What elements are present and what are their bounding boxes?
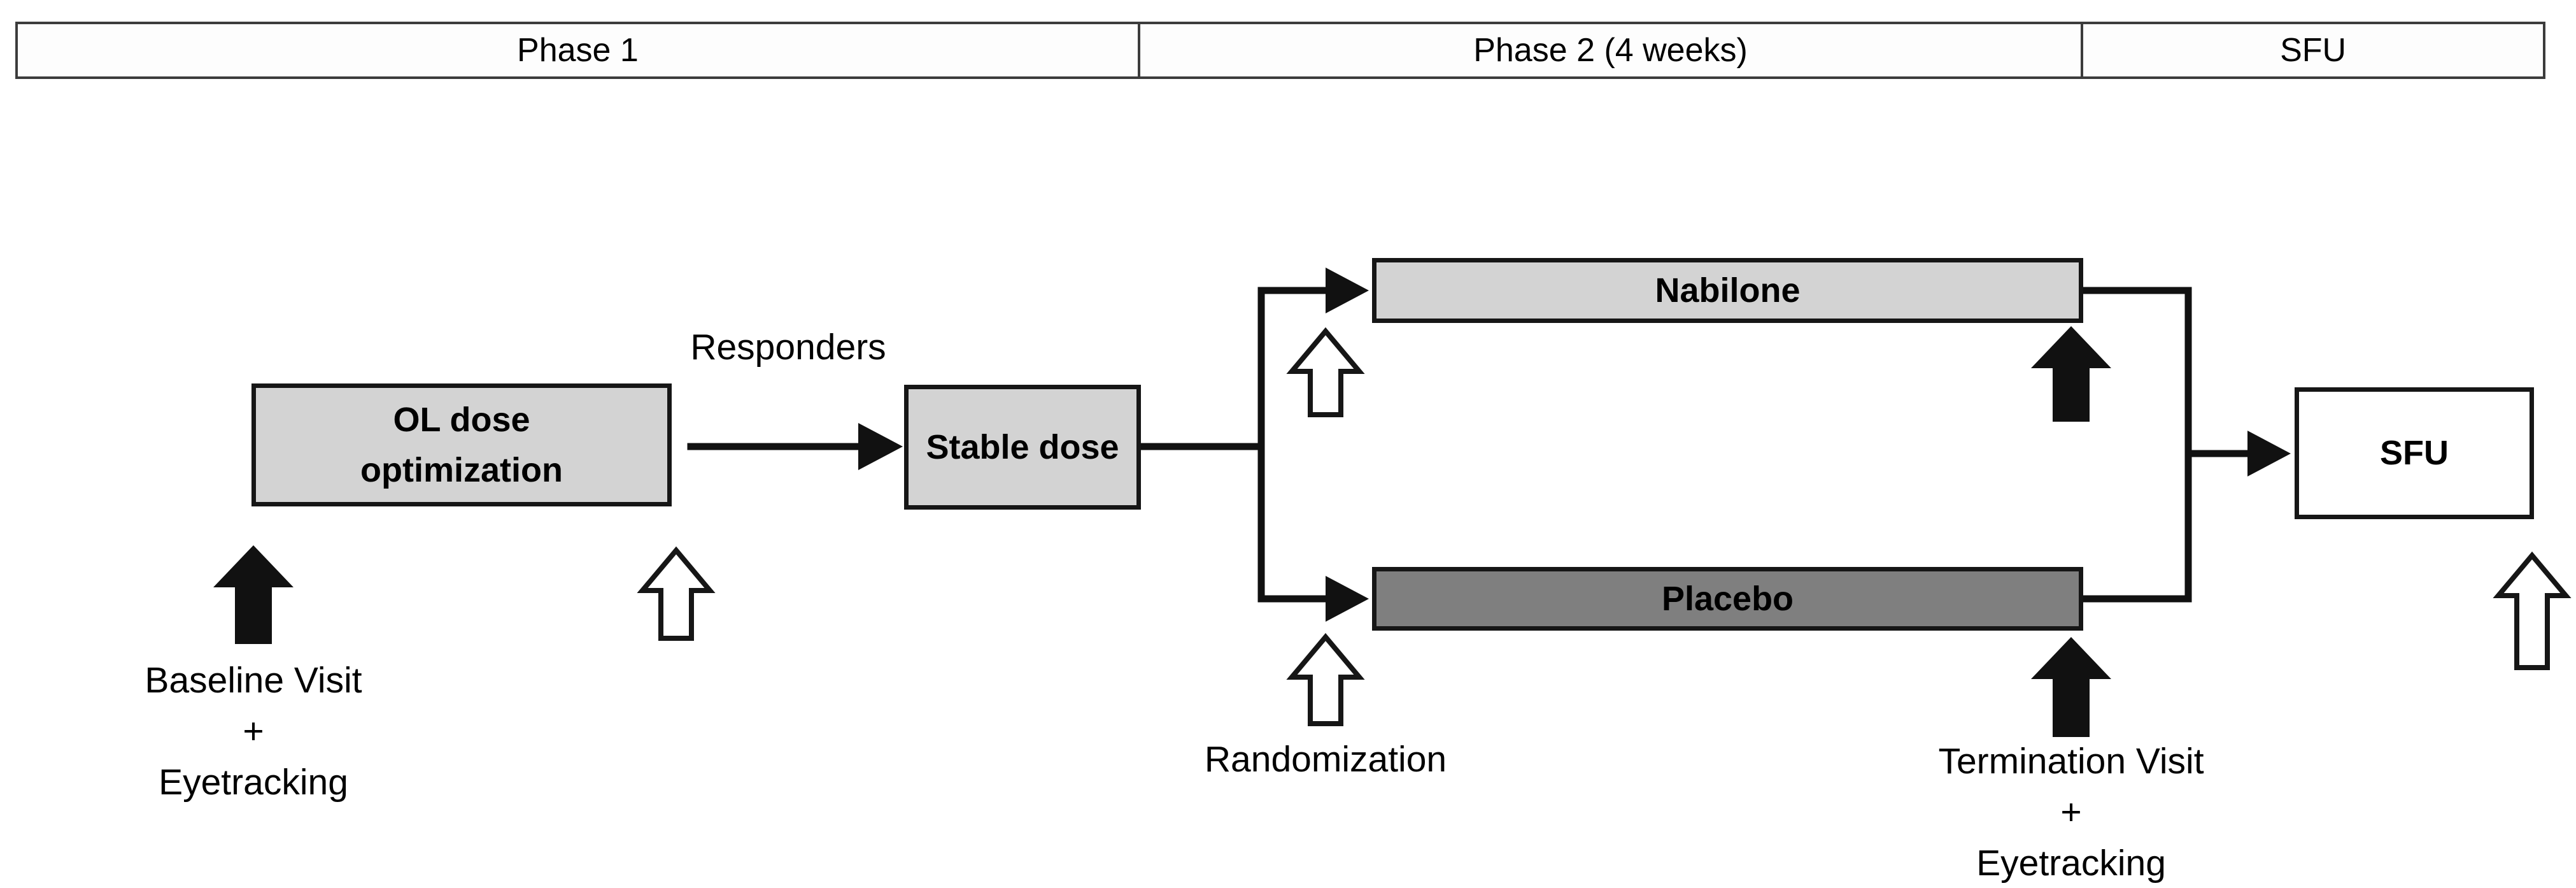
branch-from-stable-dose — [1140, 268, 1369, 622]
baseline-visit-up-arrow-icon — [213, 545, 294, 644]
ol-dose-optimization-box: OL dose optimization — [251, 383, 672, 506]
phase-timeline-header: Phase 1 Phase 2 (4 weeks) SFU — [15, 22, 2545, 79]
placebo-arm-box: Placebo — [1372, 567, 2083, 631]
stable-dose-box: Stable dose — [904, 385, 1141, 510]
termination-visit-placebo-up-arrow-icon — [2031, 637, 2111, 737]
responders-outline-up-arrow-icon — [637, 546, 716, 641]
randomization-annotation: Randomization — [1204, 739, 1447, 780]
termination-visit-nabilone-up-arrow-icon — [2031, 326, 2111, 422]
ol-dose-optimization-label: OL dose optimization — [360, 401, 563, 489]
phase1-cell: Phase 1 — [18, 24, 1140, 76]
sfu-outline-up-arrow-icon — [2493, 551, 2572, 670]
merge-bracket-to-sfu — [2081, 287, 2291, 603]
placebo-label: Placebo — [1661, 579, 1794, 618]
phase2-cell: Phase 2 (4 weeks) — [1140, 24, 2084, 76]
responders-annotation: Responders — [690, 327, 886, 368]
sfu-box: SFU — [2295, 387, 2534, 519]
sfu-phase-cell: SFU — [2083, 24, 2543, 76]
sfu-phase-label: SFU — [2280, 32, 2347, 69]
phase1-label: Phase 1 — [517, 32, 639, 69]
randomization-nabilone-outline-up-arrow-icon — [1286, 327, 1365, 417]
stable-dose-label: Stable dose — [926, 427, 1119, 466]
baseline-visit-annotation: Baseline Visit + Eyetracking — [145, 660, 362, 803]
nabilone-label: Nabilone — [1655, 271, 1801, 310]
randomization-outline-up-arrow-icon — [1286, 633, 1365, 726]
arrow-ol-to-stable — [687, 423, 903, 470]
sfu-label: SFU — [2380, 434, 2449, 473]
nabilone-arm-box: Nabilone — [1372, 258, 2083, 323]
termination-visit-annotation: Termination Visit + Eyetracking — [1938, 741, 2204, 884]
phase2-label: Phase 2 (4 weeks) — [1473, 32, 1748, 69]
